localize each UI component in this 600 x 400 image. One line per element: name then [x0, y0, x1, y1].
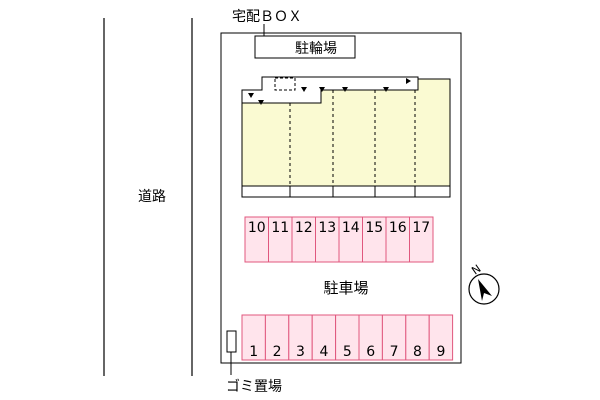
parking-stall-number: 8 [413, 344, 422, 360]
triangle-down-icon [248, 93, 254, 98]
bicycle-parking-label: 駐輪場 [295, 40, 337, 57]
parking-stall-number: 12 [295, 220, 313, 236]
parking-stall-number: 17 [412, 220, 430, 236]
parking-stall-number: 14 [342, 220, 360, 236]
parking-stall-number: 16 [389, 220, 407, 236]
parking-stall-number: 11 [271, 220, 289, 236]
parking-stall-number: 3 [296, 344, 305, 360]
garbage-area-label: ゴミ置場 [226, 378, 282, 395]
parking-stall-number: 2 [273, 344, 282, 360]
parking-row-top: 10 11 12 13 14 15 16 17 [244, 216, 434, 263]
parking-stall-number: 4 [319, 344, 328, 360]
parking-stall-number: 6 [366, 344, 375, 360]
delivery-box-label: 宅配ＢＯＸ [232, 9, 302, 25]
road-label: 道路 [138, 189, 166, 205]
triangle-right-icon [406, 78, 411, 84]
north-compass-icon: N [468, 262, 500, 305]
triangle-down-icon [319, 87, 325, 92]
parking-stall-number: 10 [248, 220, 266, 236]
parking-stall [409, 216, 434, 263]
parking-stall [428, 314, 454, 361]
parking-stall-number: 13 [318, 220, 336, 236]
parking-lot-label: 駐車場 [323, 279, 368, 297]
parking-stall-number: 9 [436, 344, 445, 360]
stair-area [274, 77, 296, 91]
triangle-down-icon [258, 100, 264, 105]
parking-stall-number: 5 [343, 344, 352, 360]
balcony-strip [241, 185, 451, 198]
parking-stall-number: 7 [390, 344, 399, 360]
triangle-down-icon [383, 87, 389, 92]
garbage-area-marker [226, 330, 237, 353]
triangle-down-icon [342, 87, 348, 92]
parking-stall-number: 15 [365, 220, 383, 236]
triangle-down-icon [301, 87, 307, 92]
parking-stall-number: 1 [249, 344, 258, 360]
bicycle-parking-area [254, 35, 356, 59]
